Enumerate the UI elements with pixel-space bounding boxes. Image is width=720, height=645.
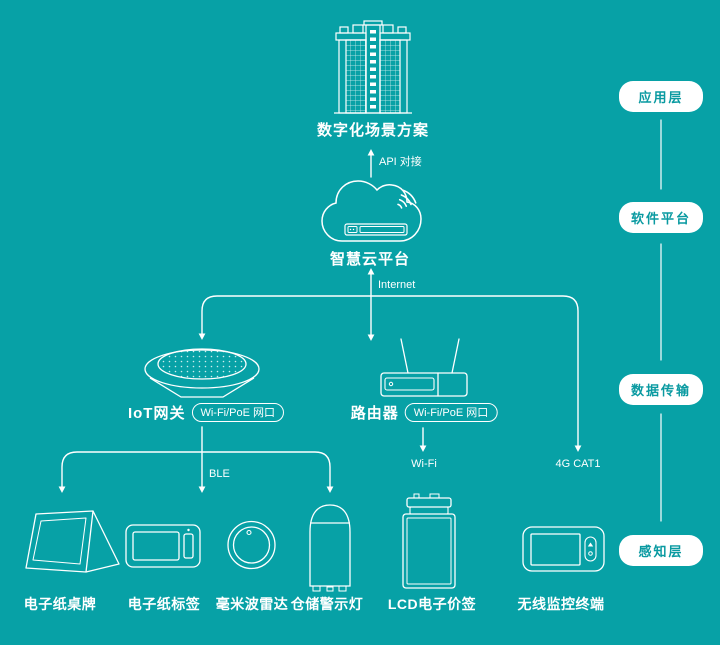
arrow-down-icon <box>419 445 427 452</box>
layer-pill-software-platform: 软件平台 <box>619 202 703 233</box>
wifi-link-label: Wi-Fi <box>411 458 437 470</box>
gateway-label-row: IoT网关 Wi-Fi/PoE 网口 <box>127 402 285 423</box>
arrow-down-icon <box>367 334 375 341</box>
router-icon <box>380 338 468 397</box>
epaper-desk-card-icon <box>25 510 120 573</box>
building-icon <box>334 20 412 114</box>
gateway-port-badge: Wi-Fi/PoE 网口 <box>191 403 285 422</box>
solution-label: 数字化场景方案 <box>316 122 430 139</box>
layer-pill-data-transmission: 数据传输 <box>619 374 703 405</box>
arrow-down-icon <box>326 486 334 493</box>
arrow-down-icon <box>198 333 206 340</box>
device-label-mmwave-radar: 毫米波雷达 <box>215 596 289 612</box>
arrow-down-icon <box>574 445 582 452</box>
connector-lines <box>61 119 662 522</box>
device-label-epaper-desk-card: 电子纸桌牌 <box>23 596 97 612</box>
device-label-epaper-tag: 电子纸标签 <box>127 596 201 612</box>
cloud-icon <box>321 180 422 242</box>
mmwave-radar-icon <box>227 520 276 570</box>
cellular-link-label: 4G CAT1 <box>555 458 601 470</box>
wireless-monitor-terminal-icon <box>522 526 605 572</box>
epaper-tag-icon <box>125 524 201 568</box>
layer-pill-application: 应用层 <box>619 81 703 112</box>
lcd-price-tag-icon <box>402 493 456 589</box>
api-link-label: API 对接 <box>379 156 422 168</box>
cloud-platform-label: 智慧云平台 <box>329 251 411 268</box>
ble-link-label: BLE <box>209 468 230 480</box>
arrowheads <box>58 149 582 493</box>
wifi-signal-icon <box>397 189 417 209</box>
device-label-wireless-monitor: 无线监控终端 <box>517 596 605 612</box>
router-label-row: 路由器 Wi-Fi/PoE 网口 <box>351 402 498 423</box>
internet-branch-line <box>201 295 579 449</box>
layer-pill-perception: 感知层 <box>619 535 703 566</box>
warehouse-warning-light-icon <box>309 504 351 592</box>
router-label: 路由器 <box>350 405 399 422</box>
arrow-down-icon <box>58 486 66 493</box>
device-label-lcd-price-tag: LCD电子价签 <box>387 596 477 612</box>
device-label-warning-light: 仓储警示灯 <box>290 596 364 612</box>
arrow-up-icon <box>367 149 375 156</box>
internet-label: Internet <box>378 279 416 291</box>
router-port-badge: Wi-Fi/PoE 网口 <box>404 403 498 422</box>
gateway-label: IoT网关 <box>127 405 186 422</box>
arrow-up-icon <box>367 268 375 275</box>
arrow-down-icon <box>198 486 206 493</box>
iot-gateway-icon <box>144 348 260 398</box>
ble-branch-line <box>61 451 331 490</box>
